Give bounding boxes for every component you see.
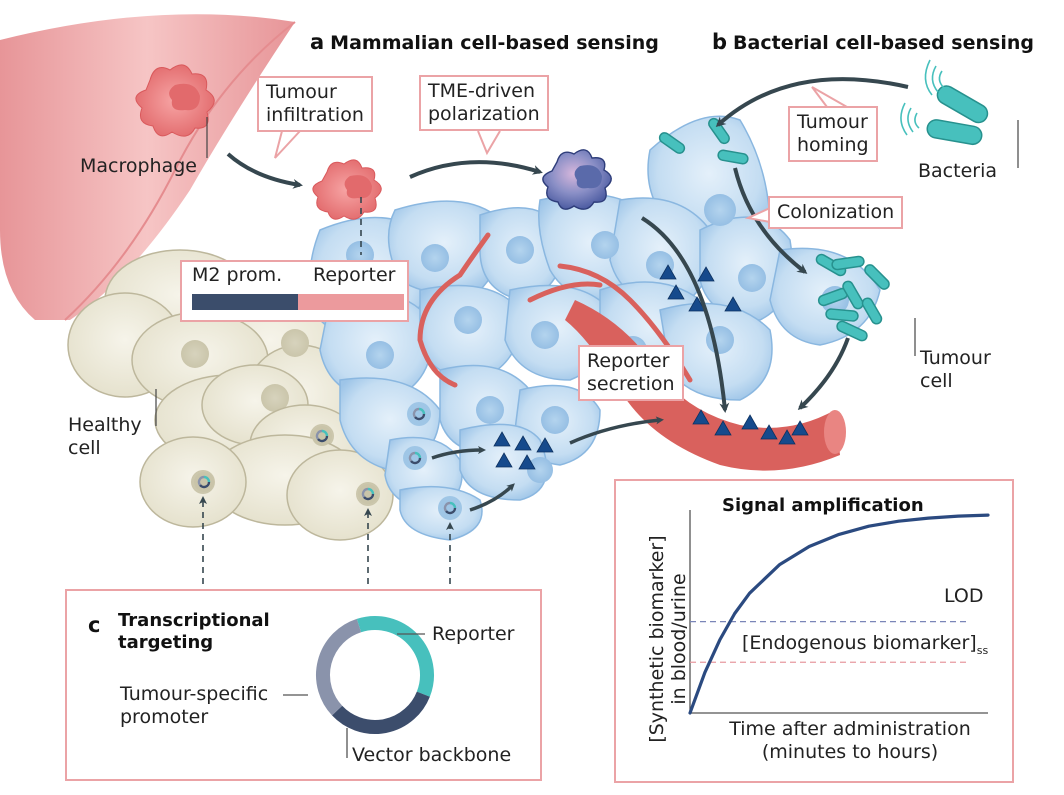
- chart-ylabel: [Synthetic biomarker]in blood/urine: [646, 519, 690, 759]
- blood-vessel-large: [0, 14, 295, 321]
- callout-tails: [274, 86, 848, 223]
- panel-c-title-line1: Transcriptional: [118, 610, 270, 631]
- plasmid-segment-1: [331, 691, 430, 734]
- construct-segment-promoter: [192, 294, 298, 310]
- label-macrophage: Macrophage: [80, 155, 197, 177]
- label-bacteria: Bacteria: [918, 160, 997, 182]
- panel-a-title: Mammalian cell-based sensing: [330, 32, 659, 54]
- hline-label-subscript: ss: [976, 644, 989, 657]
- macrophage-polarized-m2: [542, 149, 612, 210]
- panel-a-letter: a: [310, 30, 325, 54]
- callout-line: Colonization: [777, 201, 895, 223]
- callout-colonization: Colonization: [768, 196, 904, 229]
- callout-line: Reporter: [587, 350, 670, 372]
- arrow-polarization: [409, 160, 543, 179]
- chart-series-line-0: [688, 513, 990, 715]
- chart-hline-label-endogenous: [Endogenous biomarker]ss: [742, 632, 988, 662]
- chart-title: Signal amplification: [722, 495, 924, 516]
- macrophage-infiltrated: [312, 159, 382, 220]
- label-line: Healthy: [68, 414, 142, 436]
- callout-line: homing: [797, 134, 869, 156]
- signal-chart: [688, 510, 990, 715]
- arrow-reporter-to-vessel: [569, 416, 664, 445]
- arrow-homing: [715, 77, 909, 128]
- macrophage-in-vessel: [135, 64, 215, 137]
- callout-line: infiltration: [266, 104, 364, 126]
- arrow-colonization: [733, 167, 808, 274]
- label-line: cell: [920, 370, 953, 392]
- xlabel-line: (minutes to hours): [761, 741, 939, 763]
- bacteria-signal-waves: [900, 59, 945, 136]
- plasmid-ring: [316, 616, 434, 734]
- label-line: cell: [68, 437, 101, 459]
- arrow-m2-secretion: [640, 216, 730, 413]
- blood-vessel-reporter: [565, 300, 846, 471]
- panel-signal-box: [614, 479, 1014, 783]
- m2-construct: [180, 260, 409, 322]
- construct-label-promoter: M2 prom.: [192, 264, 283, 286]
- process-arrows: [226, 77, 909, 512]
- ylabel-line: [Synthetic biomarker]: [646, 535, 668, 743]
- arrow-infiltration: [226, 152, 303, 189]
- vessel-edge: [64, 21, 296, 321]
- arrow-cell-to-reporter-1: [431, 446, 486, 460]
- plasmid-leaders: [283, 633, 425, 758]
- construct-label-reporter: Reporter: [313, 264, 396, 286]
- bacteria-group: [658, 85, 989, 342]
- label-pointers: [155, 117, 1019, 426]
- plasmid-label-reporter: Reporter: [432, 623, 515, 645]
- arrow-cell-to-reporter-2: [469, 483, 515, 512]
- arrow-bacteria-secretion: [797, 337, 850, 411]
- chart-xlabel: Time after administration(minutes to hou…: [700, 718, 1000, 764]
- label-line: Tumour-specific: [120, 683, 269, 705]
- callout-line: secretion: [587, 373, 675, 395]
- panel-c-header: c Transcriptional targeting: [88, 610, 270, 654]
- label-line: Tumour: [920, 347, 991, 369]
- callout-line: Tumour: [266, 81, 337, 103]
- ylabel-line: in blood/urine: [668, 573, 690, 705]
- plasmid-segment-2: [316, 618, 362, 716]
- panel-b-letter: b: [712, 30, 728, 54]
- construct-segment-reporter: [298, 294, 404, 310]
- reporter-molecules: [493, 264, 809, 470]
- dashed-leaders: [199, 197, 454, 595]
- panel-c-title-line2: targeting: [118, 632, 214, 653]
- plasmid-segment-0: [356, 616, 434, 697]
- plasmid-label-backbone: Vector backbone: [352, 744, 512, 766]
- callout-line: Tumour: [797, 111, 868, 133]
- label-line: promoter: [120, 706, 209, 728]
- panel-c-letter: c: [88, 613, 101, 637]
- callout-line: TME-driven: [428, 80, 535, 102]
- hline-label-text: [Endogenous biomarker]: [742, 632, 977, 654]
- chart-hline-label-lod: LOD: [944, 585, 984, 607]
- panel-b-title: Bacterial cell-based sensing: [733, 32, 1034, 54]
- plasmid-markers: [194, 402, 462, 520]
- panel-c-box: [65, 589, 542, 781]
- xlabel-line: Time after administration: [729, 718, 971, 740]
- callout-line: polarization: [428, 103, 540, 125]
- healthy-cell-cluster: [67, 249, 394, 541]
